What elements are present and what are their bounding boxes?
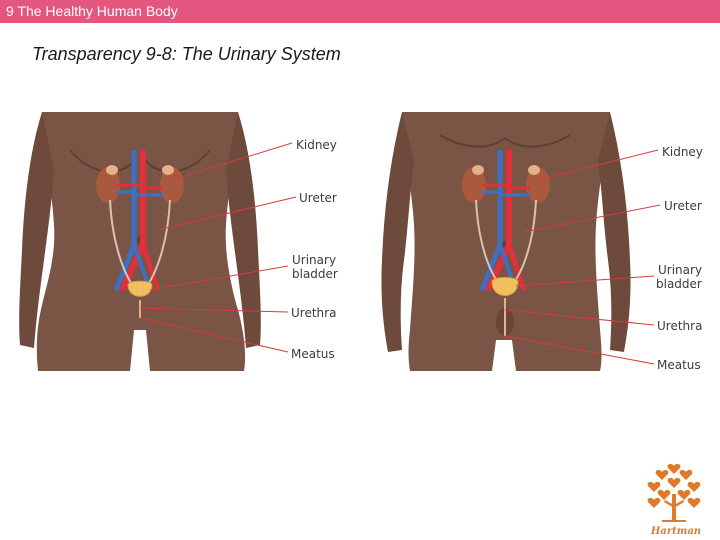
female-label-kidney: Kidney	[296, 138, 337, 152]
female-label-bladder-line1: Urinary	[292, 253, 336, 267]
heart-tree-icon	[647, 463, 701, 522]
male-labels: Kidney Ureter Urinary bladder Urethra Me…	[656, 145, 703, 372]
female-organs	[96, 150, 184, 318]
male-label-meatus: Meatus	[657, 358, 701, 372]
male-label-ureter: Ureter	[664, 199, 702, 213]
female-label-bladder-line2: bladder	[292, 267, 338, 281]
slide-title: Transparency 9-8: The Urinary System	[32, 44, 341, 64]
female-leader-lines	[139, 142, 297, 353]
male-label-bladder-line1: Urinary	[658, 263, 702, 277]
male-label-bladder-line2: bladder	[656, 277, 702, 291]
hartman-logo: Hartman	[647, 463, 701, 537]
male-leader-lines	[504, 149, 661, 365]
header-bar: 9 The Healthy Human Body	[0, 0, 720, 23]
male-organs	[462, 150, 550, 336]
female-label-urethra: Urethra	[291, 306, 336, 320]
logo-text: Hartman	[650, 526, 701, 537]
female-labels: Kidney Ureter Urinary bladder Urethra Me…	[291, 138, 338, 361]
male-label-kidney: Kidney	[662, 145, 703, 159]
female-label-meatus: Meatus	[291, 347, 335, 361]
header-title: 9 The Healthy Human Body	[6, 3, 178, 19]
female-label-ureter: Ureter	[299, 191, 337, 205]
male-label-urethra: Urethra	[657, 319, 702, 333]
